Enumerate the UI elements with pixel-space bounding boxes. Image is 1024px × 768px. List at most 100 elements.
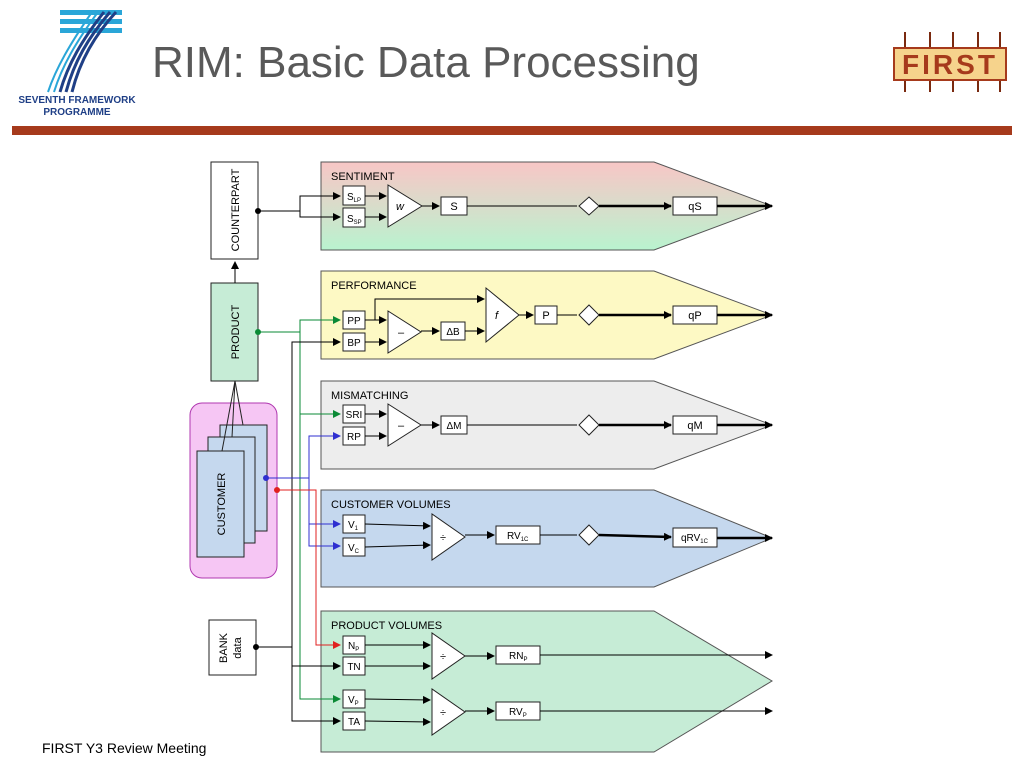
customer-div-op <box>431 513 466 561</box>
slp-sub: LP <box>354 198 361 204</box>
performance-diamond <box>578 304 600 326</box>
vc-label: VC <box>348 543 360 555</box>
vp-sub: P <box>355 701 359 707</box>
cp-to-slp <box>299 192 341 211</box>
sentiment-s-label: S <box>450 201 457 213</box>
bank-to-tn <box>256 646 341 670</box>
v1-base: V <box>348 520 355 531</box>
product-label: PRODUCT <box>230 305 242 360</box>
cp-to-ssp <box>299 211 341 221</box>
customer-to-vc <box>308 524 341 550</box>
v1-to-div <box>364 521 431 530</box>
page-title: RIM: Basic Data Processing <box>152 38 700 87</box>
v1-sub: 1 <box>355 526 359 532</box>
rnp-base: RN <box>509 651 523 662</box>
slp-base: S <box>347 192 354 203</box>
tn-label: TN <box>347 662 360 673</box>
product-customer-link-1 <box>221 380 236 452</box>
customer-div-label: ÷ <box>440 532 446 544</box>
v1-label: V1 <box>348 520 359 532</box>
mismatching-minus-label: – <box>398 420 405 432</box>
np-base: N <box>348 641 355 652</box>
mismatching-qm-label: qM <box>687 420 702 432</box>
bp-label: BP <box>347 338 361 349</box>
rv1c-label: RV1C <box>507 531 529 543</box>
performance-qp-label: qP <box>688 310 701 322</box>
product-volumes-panel <box>320 610 773 753</box>
mismatching-title: MISMATCHING <box>331 390 408 402</box>
rv1c-sub: 1C <box>521 537 529 543</box>
vp-to-div <box>364 695 431 704</box>
counterpart-label: COUNTERPART <box>230 168 242 251</box>
product-customer-link-2 <box>231 380 236 438</box>
delta-b-label: ΔB <box>446 327 460 338</box>
performance-minus-label: – <box>398 327 405 339</box>
performance-f-op <box>485 286 520 344</box>
bank-label-line1: BANK <box>218 632 230 663</box>
rvp-sub: P <box>523 713 527 719</box>
first-logo-text: FIRST <box>902 49 998 80</box>
product-customer-link-3 <box>234 380 244 426</box>
sentiment-weight-op <box>387 184 423 228</box>
ta-label: TA <box>348 717 360 728</box>
np-label: NP <box>348 641 359 653</box>
product-div-label-1: ÷ <box>440 651 446 663</box>
customer-to-np <box>277 489 341 649</box>
sentiment-weight-label: w <box>396 201 405 213</box>
sentiment-diamond <box>578 196 600 216</box>
vc-base: V <box>348 543 355 554</box>
rnp-label: RNP <box>509 651 527 663</box>
bank-to-bp <box>291 338 341 647</box>
qrv1c-base: qRV <box>681 533 701 544</box>
first-logo: FIRST <box>893 32 1007 92</box>
vc-sub: C <box>355 549 360 555</box>
footer-text: FIRST Y3 Review Meeting <box>42 740 207 756</box>
sentiment-title: SENTIMENT <box>331 171 395 183</box>
mismatching-diamond <box>578 414 600 436</box>
performance-title: PERFORMANCE <box>331 280 417 292</box>
pp-label: PP <box>347 316 361 327</box>
product-to-vp <box>299 414 341 703</box>
pp-to-f <box>374 295 485 320</box>
bank-label-line2: data <box>232 636 244 658</box>
rv1c-base: RV <box>507 531 521 542</box>
product-volumes-title: PRODUCT VOLUMES <box>331 620 442 632</box>
fp7-label-line1: SEVENTH FRAMEWORK <box>18 95 136 106</box>
sri-label: SRI <box>346 410 363 421</box>
ssp-label: SSP <box>347 214 362 226</box>
sentiment-qs-label: qS <box>688 201 701 213</box>
customer-volumes-panel <box>320 489 774 588</box>
vp-label: VP <box>348 695 359 707</box>
customer-label: CUSTOMER <box>216 473 228 536</box>
rvp-label: RVP <box>509 707 527 719</box>
np-sub: P <box>355 647 359 653</box>
ssp-base: S <box>347 214 354 225</box>
mismatching-minus-op <box>387 403 422 447</box>
product-div-label-2: ÷ <box>440 707 446 719</box>
qrv1c-label: qRV1C <box>681 533 709 545</box>
product-div-op-1 <box>431 632 466 680</box>
qrv1c-sub: 1C <box>700 539 708 545</box>
product-div-op-2 <box>431 688 466 736</box>
fp7-emblem <box>47 10 122 93</box>
performance-minus-op <box>387 310 422 354</box>
rvp-base: RV <box>509 707 523 718</box>
bank-to-ta <box>291 666 341 725</box>
vp-base: V <box>348 695 355 706</box>
fp7-label-line2: PROGRAMME <box>43 107 111 118</box>
diamond-to-qrv1c <box>598 532 672 541</box>
ssp-sub: SP <box>354 220 362 226</box>
performance-f-label: f <box>495 310 499 322</box>
customer-volumes-title: CUSTOMER VOLUMES <box>331 499 451 511</box>
slp-label: SLP <box>347 192 361 204</box>
delta-m-label: ΔM <box>446 421 461 432</box>
rnp-sub: P <box>523 657 527 663</box>
vc-to-div <box>364 541 431 550</box>
header-divider <box>12 126 1012 135</box>
ta-to-div <box>364 717 431 726</box>
rp-label: RP <box>347 432 361 443</box>
customer-card <box>196 450 245 558</box>
customer-to-rp <box>266 432 341 479</box>
performance-p-label: P <box>542 310 549 322</box>
